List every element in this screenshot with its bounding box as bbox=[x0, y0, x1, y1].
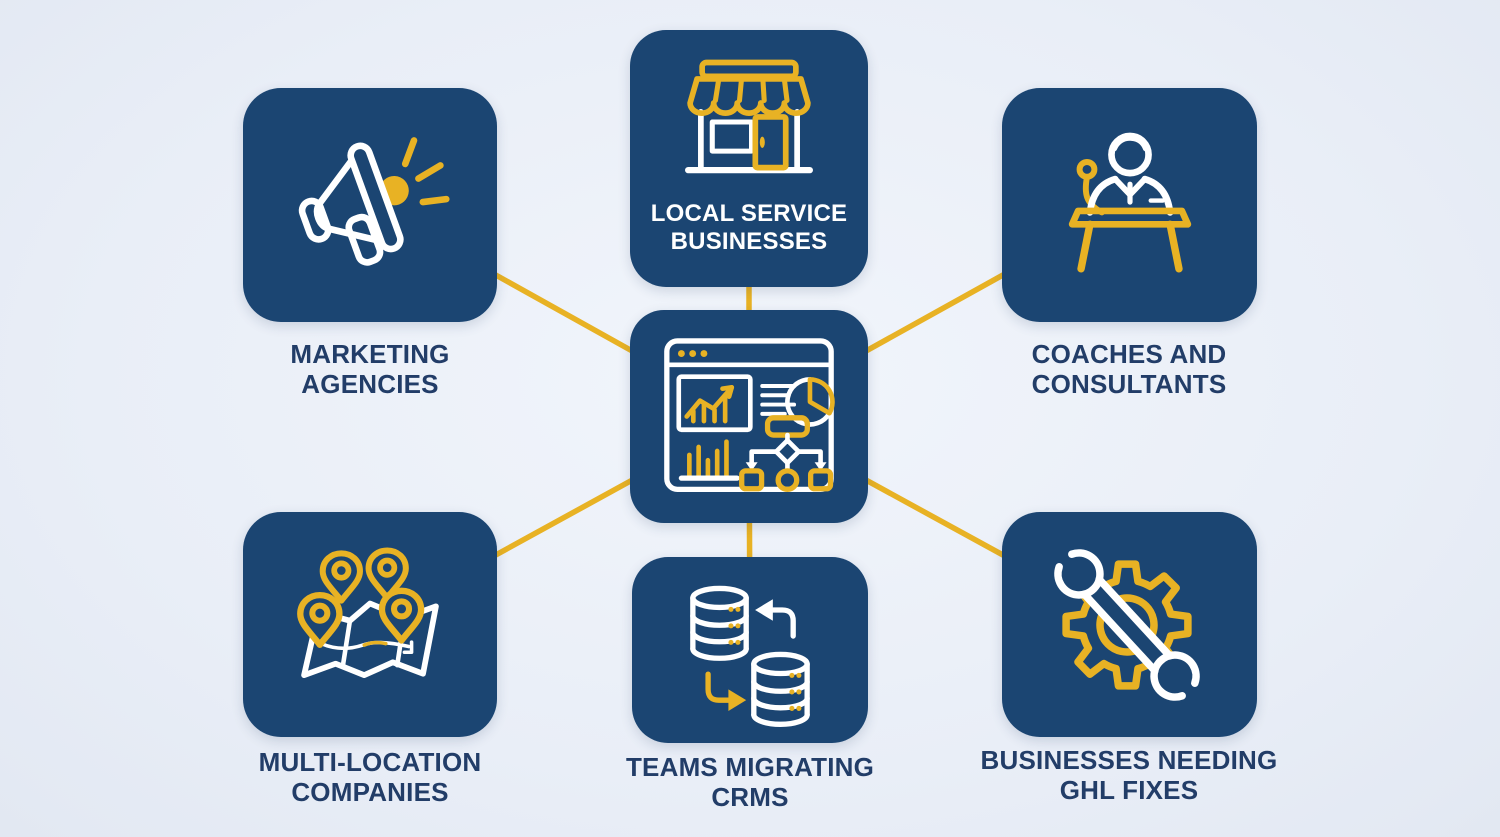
megaphone-icon bbox=[298, 137, 450, 266]
label-line: COACHES AND bbox=[1031, 339, 1227, 369]
label-line: GHL FIXES bbox=[1059, 775, 1199, 806]
node-label-multi-location-companies: MULTI-LOCATION COMPANIES bbox=[190, 747, 550, 808]
label-line: CRMS bbox=[711, 782, 789, 813]
node-card-crm-dashboard-hub bbox=[630, 310, 868, 523]
crm-dashboard-icon bbox=[664, 338, 835, 493]
node-card-local-service-businesses: LOCAL SERVICE BUSINESSES bbox=[630, 30, 868, 287]
node-card-marketing-agencies bbox=[243, 88, 497, 322]
node-label-businesses-needing-ghl-fixes: BUSINESSES NEEDING GHL FIXES bbox=[949, 745, 1309, 806]
node-label-marketing-agencies: MARKETING AGENCIES bbox=[190, 339, 550, 400]
map-pin bbox=[365, 546, 409, 601]
speaker-podium-icon bbox=[1068, 132, 1191, 273]
map-pin bbox=[319, 549, 363, 604]
label-line: CONSULTANTS bbox=[1031, 369, 1227, 400]
node-label-coaches-and-consultants: COACHES AND CONSULTANTS bbox=[949, 339, 1309, 400]
label-line: LOCAL SERVICE bbox=[650, 200, 848, 227]
label-line: MARKETING bbox=[290, 339, 450, 369]
label-line: BUSINESSES bbox=[670, 227, 828, 255]
map-pin bbox=[297, 591, 343, 648]
label-line: TEAMS MIGRATING bbox=[625, 752, 875, 782]
node-label-local-service-businesses: LOCAL SERVICE BUSINESSES bbox=[651, 200, 847, 255]
label-line: AGENCIES bbox=[301, 369, 439, 400]
label-line: BUSINESSES NEEDING bbox=[980, 745, 1278, 775]
label-line: COMPANIES bbox=[291, 777, 449, 808]
node-card-multi-location-companies bbox=[243, 512, 497, 737]
label-line: MULTI-LOCATION bbox=[258, 747, 482, 777]
node-label-teams-migrating-crms: TEAMS MIGRATING CRMS bbox=[570, 752, 930, 813]
map-location-pins-icon bbox=[297, 546, 439, 678]
wrench-gear-icon bbox=[1053, 548, 1200, 701]
map-pin bbox=[378, 587, 425, 644]
node-card-businesses-needing-ghl-fixes bbox=[1002, 512, 1257, 737]
database-migration-icon bbox=[690, 585, 810, 727]
storefront-icon bbox=[685, 59, 813, 174]
node-card-coaches-and-consultants bbox=[1002, 88, 1257, 322]
node-card-teams-migrating-crms bbox=[632, 557, 868, 743]
